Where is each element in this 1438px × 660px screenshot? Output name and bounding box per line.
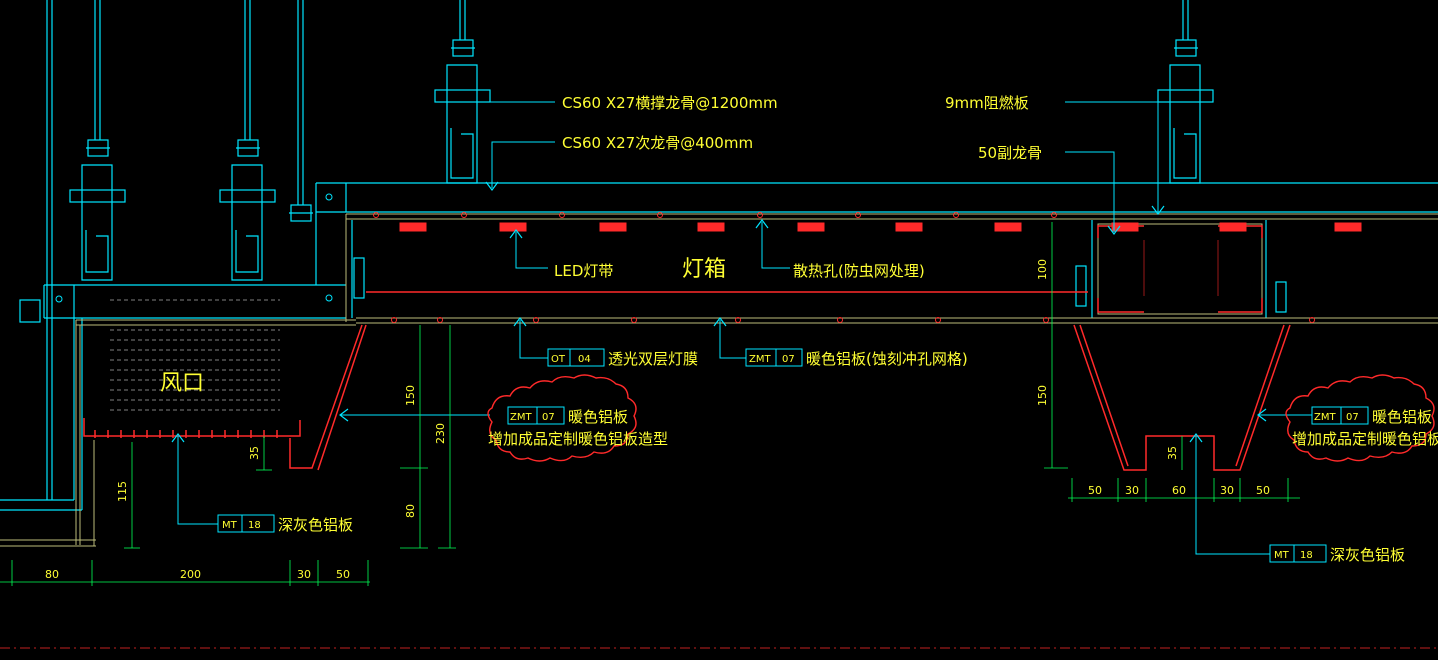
perforated-label: 暖色铝板(蚀刻冲孔网格): [806, 350, 968, 368]
warm-al-right-label: 暖色铝板: [1372, 408, 1432, 426]
tag-zmt07-num-a: 07: [782, 354, 795, 365]
structure-linework: [0, 0, 1438, 511]
vent-holes-label: 散热孔(防虫网处理): [793, 262, 925, 280]
red-elements: [83, 225, 1291, 471]
sub-keel-label: CS60 X27次龙骨@400mm: [562, 134, 753, 152]
dark-al-right-label: 深灰色铝板: [1330, 546, 1405, 564]
dim-v115: 115: [116, 481, 129, 502]
dim-right-50a: 50: [1088, 484, 1102, 497]
dim-bottom-200: 200: [180, 568, 201, 581]
dim-right-30a: 30: [1125, 484, 1139, 497]
tag-mt18-code-a: MT: [222, 520, 238, 531]
dim-v35-right: 35: [1166, 446, 1179, 460]
leader-lines: [177, 101, 1312, 555]
tag-ot04-num: 04: [578, 354, 591, 365]
air-outlet-label: 风口: [160, 371, 204, 396]
led-fixtures: [399, 222, 1362, 232]
sub-keel-50-label: 50副龙骨: [978, 144, 1042, 162]
dark-al-left-label: 深灰色铝板: [278, 516, 353, 534]
warm-al-left-label: 暖色铝板: [568, 408, 628, 426]
dim-bottom-30: 30: [297, 568, 311, 581]
dim-bottom-50: 50: [336, 568, 350, 581]
tag-ot04-code: OT: [551, 354, 566, 365]
dim-v80: 80: [404, 504, 417, 518]
dimension-lines: [0, 222, 1300, 586]
dim-bottom-80: 80: [45, 568, 59, 581]
dim-right-50b: 50: [1256, 484, 1270, 497]
vent-hole-markers: [373, 212, 1315, 323]
tag-zmt07-num-c: 07: [1346, 412, 1359, 423]
dim-v230: 230: [434, 423, 447, 444]
dim-v150-left: 150: [404, 385, 417, 406]
dim-right-60: 60: [1172, 484, 1186, 497]
dimension-text: 80 200 30 50 50 30 60 30 50 100 150 150 …: [45, 259, 1270, 581]
board-label: 9mm阻燃板: [945, 94, 1029, 112]
tag-mt18-num-b: 18: [1300, 550, 1313, 561]
tag-zmt07-num-b: 07: [542, 412, 555, 423]
leader-arrowheads: [171, 181, 1267, 443]
bolt-markers: [55, 193, 333, 303]
dim-v35-left: 35: [248, 446, 261, 460]
tag-zmt07-code-b: ZMT: [510, 412, 532, 423]
air-outlet-hatch: [110, 299, 280, 411]
led-label: LED灯带: [554, 262, 613, 280]
dim-v150-right: 150: [1036, 385, 1049, 406]
tag-mt18-num-a: 18: [248, 520, 261, 531]
revision-clouds: [487, 374, 1435, 462]
tag-boxes: [217, 348, 1369, 563]
annotation-text: CS60 X27横撑龙骨@1200mm CS60 X27次龙骨@400mm 9m…: [160, 94, 1438, 564]
warm-al-right-note: 增加成品定制暖色铝板造型: [1292, 430, 1438, 448]
dim-v100: 100: [1036, 259, 1049, 280]
dim-right-30b: 30: [1220, 484, 1234, 497]
lightbox-label: 灯箱: [682, 257, 726, 282]
tag-mt18-code-b: MT: [1274, 550, 1290, 561]
warm-al-left-note: 增加成品定制暖色铝板造型: [488, 430, 668, 448]
main-keel-label: CS60 X27横撑龙骨@1200mm: [562, 94, 778, 112]
tag-zmt07-code-a: ZMT: [749, 354, 771, 365]
tag-zmt07-code-c: ZMT: [1314, 412, 1336, 423]
tag-text: OT 04 ZMT 07 ZMT 07 ZMT 07 MT 18 MT 18: [222, 354, 1359, 561]
film-label: 透光双层灯膜: [608, 350, 698, 368]
